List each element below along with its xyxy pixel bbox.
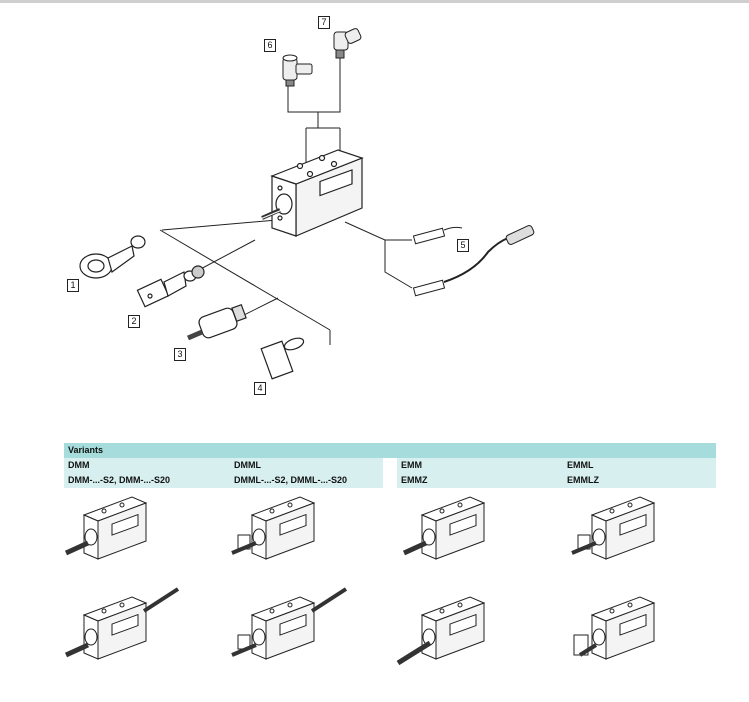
callout-1: 1 (67, 279, 79, 292)
variant-dmm-icon (64, 496, 147, 560)
leader-7 (318, 58, 341, 113)
callout-4: 4 (254, 382, 266, 395)
variant-thumbnails (64, 496, 655, 666)
variant-dmml-sub: DMML-...-S2, DMML-...-S20 (230, 473, 383, 488)
variant-dmml-s2-icon (231, 587, 348, 660)
variant-emm-sub: EMMZ (397, 473, 563, 488)
variant-emm-name: EMM (397, 458, 563, 473)
accessory-diagram (79, 28, 535, 380)
proximity-sensor-icon (412, 225, 535, 297)
variants-header: Variants (64, 443, 716, 458)
flow-control-valve-icon (282, 54, 313, 87)
callout-6: 6 (264, 39, 276, 52)
callout-5: 5 (457, 239, 469, 252)
variant-emmz-icon (396, 596, 485, 666)
callout-3: 3 (174, 348, 186, 361)
variant-dmm-sub: DMM-...-S2, DMM-...-S20 (64, 473, 230, 488)
variant-emm-icon (402, 496, 485, 560)
rod-clevis-icon (136, 265, 205, 308)
rod-eye-icon (79, 235, 146, 279)
top-border (0, 0, 749, 3)
push-in-fitting-icon (333, 28, 362, 59)
leader-6 (287, 86, 319, 128)
callout-2: 2 (128, 315, 140, 328)
variant-dmml-icon (231, 496, 315, 560)
variant-dmml-name: DMML (230, 458, 383, 473)
variant-emmlz-icon (573, 596, 655, 660)
callout-7: 7 (318, 16, 330, 29)
cylinder-icon (257, 149, 364, 237)
variant-dmm-s2-icon (64, 587, 180, 660)
variant-emml-icon (571, 496, 655, 560)
coupler-icon (187, 303, 247, 341)
variant-emml-name: EMML (563, 458, 716, 473)
coupling-piece-icon (260, 337, 305, 380)
variant-emml-sub: EMMLZ (563, 473, 716, 488)
